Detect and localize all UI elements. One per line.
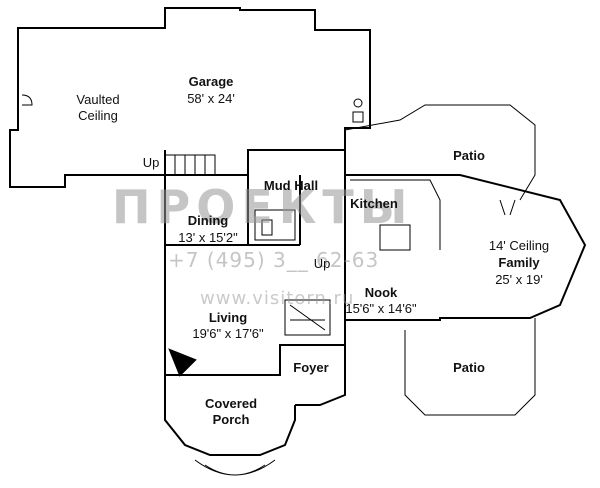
kitchen-label: Kitchen (350, 196, 398, 211)
patio-bottom-outline (404, 318, 536, 416)
garage-fixture (352, 111, 364, 123)
water-heater (353, 98, 363, 108)
garage-size: 58' x 24' (187, 91, 235, 106)
living-size: 19'6" x 17'6" (192, 326, 264, 341)
dining-size: 13' x 15'2" (178, 230, 238, 245)
covered-porch-wall (164, 375, 296, 456)
door-swing-family (499, 199, 516, 216)
family-ceiling-label: 14' Ceiling (488, 238, 550, 253)
kitchen-counter (350, 179, 441, 251)
fireplace (168, 348, 197, 377)
family-size: 25' x 19' (495, 272, 543, 287)
foyer-label: Foyer (293, 360, 329, 375)
covered-porch-label-1: Covered (204, 396, 258, 411)
nook-label: Nook (364, 285, 398, 300)
stairs-garage (165, 154, 216, 176)
porch-steps (194, 459, 276, 476)
family-label: Family (498, 255, 540, 270)
mud-hall-label: Mud Hall (263, 178, 319, 193)
stairs-up-main: Up (313, 256, 331, 271)
living-wall (165, 344, 346, 406)
living-label: Living (208, 310, 248, 325)
covered-porch-label-2: Porch (212, 412, 250, 427)
garage-label: Garage (188, 74, 234, 89)
garage-left-wall (9, 28, 19, 187)
patio-top-outline (344, 104, 536, 201)
stairs-main (284, 299, 331, 336)
door-swing-garage (21, 94, 33, 106)
stairs-up-garage: Up (142, 155, 160, 170)
garage-door-track (28, 7, 312, 29)
nook-size: 15'6" x 14'6" (345, 301, 417, 316)
mud-hall-fixtures (254, 209, 296, 241)
vaulted-label-1: Vaulted (76, 92, 120, 107)
patio-bottom-label: Patio (453, 360, 485, 375)
patio-top-label: Patio (453, 148, 485, 163)
dining-label: Dining (187, 213, 229, 228)
family-room-wall (345, 174, 587, 321)
interior-walls (164, 150, 435, 375)
vaulted-label-2: Ceiling (78, 108, 118, 123)
